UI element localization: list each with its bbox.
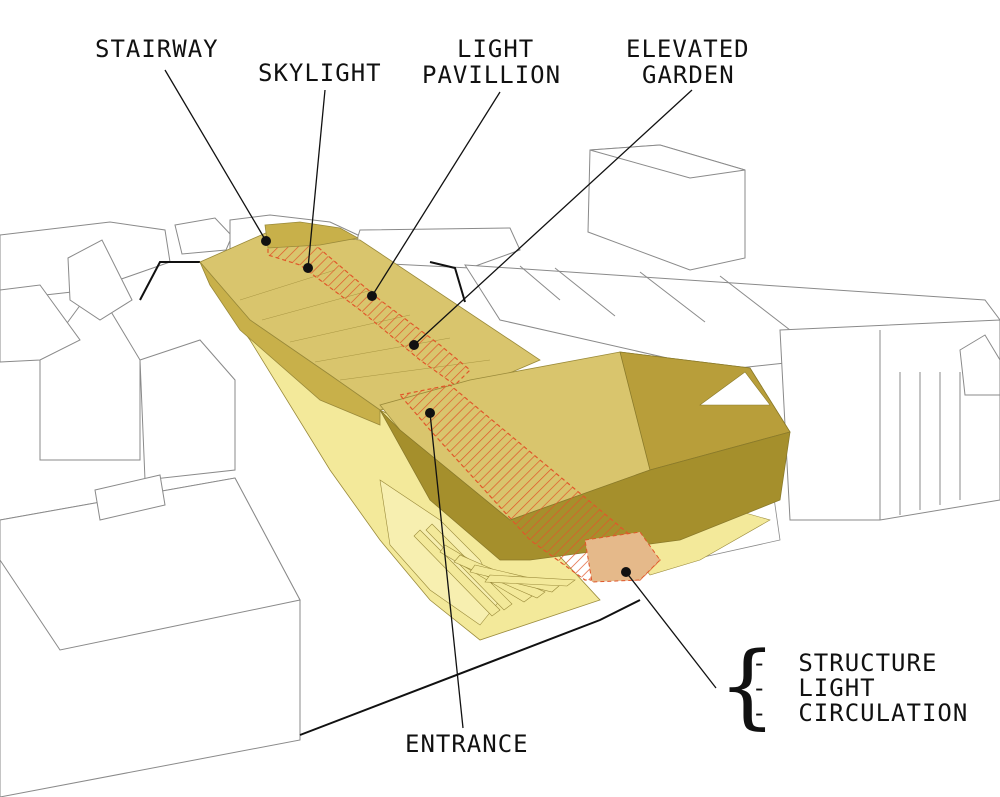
- leader-light-pavillion: [371, 91, 501, 297]
- leader-legend: [625, 571, 717, 689]
- entrance-box: [584, 531, 661, 583]
- legend-dash: -: [752, 649, 768, 677]
- dot-light-pavillion: [367, 291, 377, 301]
- label-light-pavillion-line2: PAVILLION: [422, 61, 562, 89]
- leader-dots: [261, 236, 631, 577]
- label-elevated-garden-line2: GARDEN: [642, 61, 735, 89]
- legend-dash: -: [752, 674, 768, 702]
- roof-strip-side: [199, 261, 381, 426]
- legend-label-structure: STRUCTURE: [798, 649, 938, 677]
- dot-stairway: [261, 236, 271, 246]
- dot-skylight: [303, 263, 313, 273]
- legend-item-circulation: - CIRCULATION: [752, 701, 968, 725]
- east-wing-opening: [699, 371, 771, 406]
- leader-skylight: [307, 89, 326, 269]
- label-elevated-garden-line1: ELEVATED: [626, 35, 750, 63]
- leader-entrance: [429, 412, 464, 729]
- context-block-southwest-roof: [0, 477, 301, 651]
- legend-label-circulation: CIRCULATION: [798, 699, 969, 727]
- context-block-northwest-2: [174, 217, 233, 255]
- skylight-strip: [267, 231, 471, 386]
- label-stairway: STAIRWAY: [95, 35, 219, 63]
- legend-label-light: LIGHT: [798, 674, 876, 702]
- context-block-tower-top: [589, 144, 746, 179]
- light-fins: [413, 523, 576, 617]
- label-entrance: ENTRANCE: [405, 730, 529, 758]
- leader-elevated-garden: [413, 89, 693, 346]
- east-wing-south-face: [379, 409, 791, 561]
- context-gabled-house-2: [67, 239, 133, 321]
- dot-circulation: [621, 567, 631, 577]
- legend-item-light: - LIGHT: [752, 676, 876, 700]
- context-buildings: [0, 144, 1000, 797]
- context-block-west: [0, 284, 81, 363]
- dot-elevated-garden: [409, 340, 419, 350]
- legend-brace: {: [718, 632, 777, 739]
- context-block-east: [779, 319, 1000, 521]
- building-mass: [199, 221, 791, 641]
- context-block-west-low: [139, 339, 236, 481]
- dot-entrance: [425, 408, 435, 418]
- label-skylight: SKYLIGHT: [258, 59, 382, 87]
- legend-dash: -: [752, 699, 768, 727]
- leader-lines: [164, 69, 717, 729]
- label-light-pavillion-line1: LIGHT: [457, 35, 535, 63]
- leader-stairway: [164, 69, 267, 242]
- legend-item-structure: - STRUCTURE: [752, 651, 937, 675]
- site-boundary: [139, 261, 641, 736]
- context-block-east-gable: [959, 334, 1000, 396]
- context-block-small: [94, 474, 166, 521]
